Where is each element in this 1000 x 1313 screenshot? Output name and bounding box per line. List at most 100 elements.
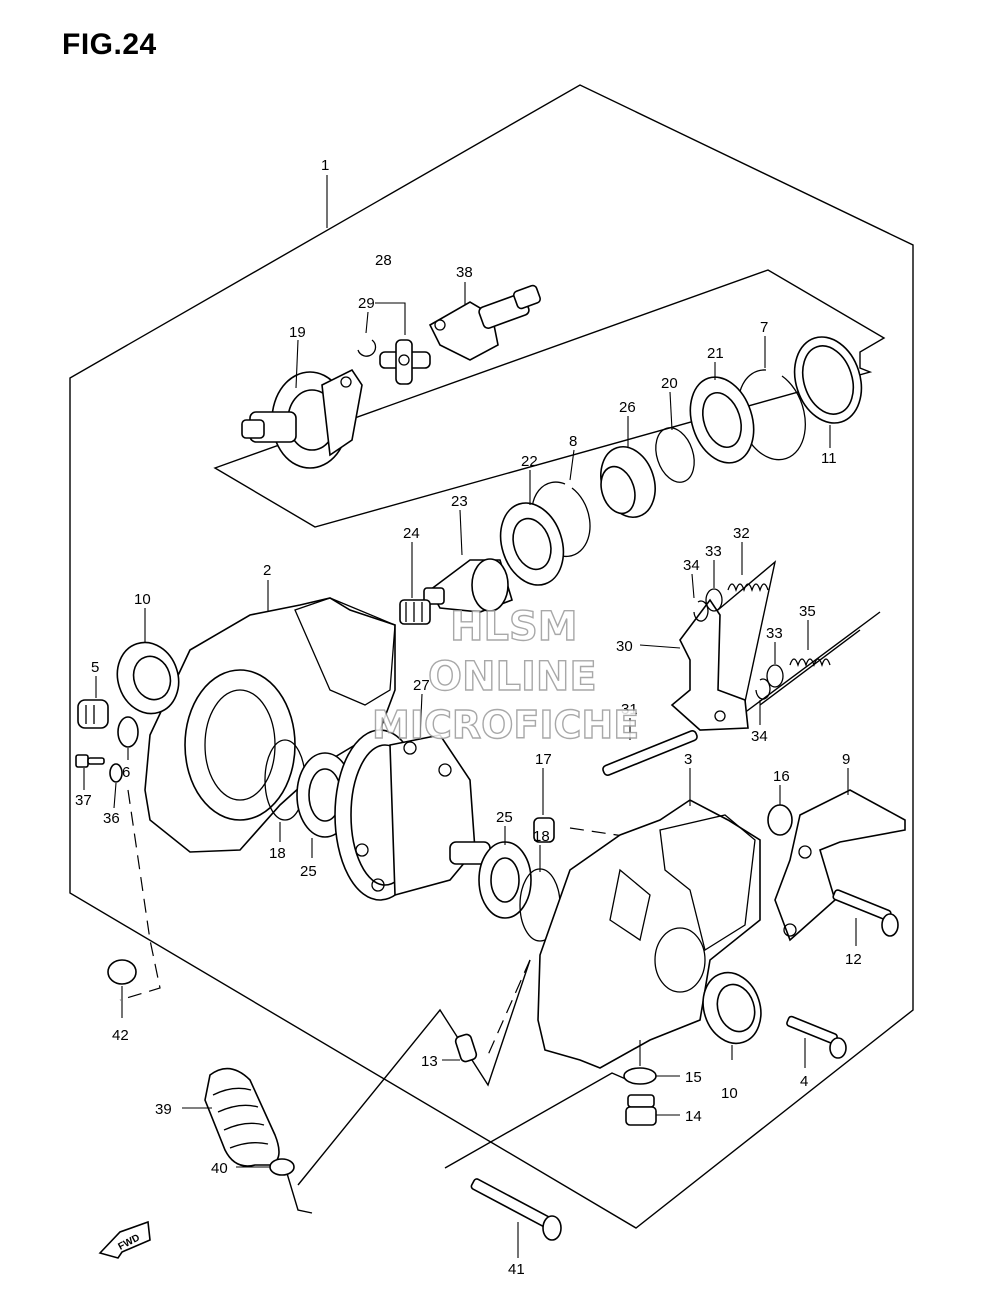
part-27-differential [334, 729, 491, 901]
part-40-clamp [269, 1158, 295, 1176]
callout-5: 5 [91, 659, 99, 676]
callout-25-right: 25 [496, 809, 513, 826]
part-35-spring [789, 658, 831, 668]
callout-18-left: 18 [269, 845, 286, 862]
callout-40: 40 [211, 1160, 228, 1177]
alignment-dash-left [119, 789, 161, 1001]
callout-32: 32 [733, 525, 750, 542]
callout-33-lower: 33 [766, 625, 783, 642]
callout-28: 28 [375, 252, 392, 269]
callout-27: 27 [413, 677, 430, 694]
part-34-clip-lower [755, 678, 771, 700]
callout-25-left: 25 [300, 863, 317, 880]
watermark-line-2: ONLINE [428, 654, 597, 700]
part-15-washer [623, 1067, 657, 1085]
part-4-bolt [786, 1015, 847, 1059]
callout-1: 1 [321, 157, 329, 174]
lower-frame-path-2 [285, 1169, 313, 1214]
part-19-flange-yoke [241, 368, 363, 469]
callout-21: 21 [707, 345, 724, 362]
callout-13: 13 [421, 1053, 438, 1070]
callout-3: 3 [684, 751, 692, 768]
callout-22: 22 [521, 453, 538, 470]
callout-18-right: 18 [533, 828, 550, 845]
lower-frame-path [297, 959, 531, 1186]
fork-wedge-frame-2 [759, 629, 861, 706]
part-7-circlip [737, 369, 806, 461]
part-33-washer-lower [766, 664, 784, 688]
right-fork-frame [723, 611, 881, 729]
part-36-washer [109, 763, 123, 783]
callout-15: 15 [685, 1069, 702, 1086]
leader-36 [113, 782, 117, 809]
part-2-gear-case [144, 597, 396, 853]
assembly-frame-outline [69, 84, 914, 1229]
part-41-bolt [470, 1178, 562, 1241]
part-37-bolt [75, 754, 105, 768]
callout-20: 20 [661, 375, 678, 392]
callout-17: 17 [535, 751, 552, 768]
callout-10-right: 10 [721, 1085, 738, 1102]
part-3-gear-case [537, 799, 761, 1069]
part-14-drain-plug [625, 1094, 657, 1126]
leader-19 [295, 339, 299, 389]
callout-6: 6 [122, 764, 130, 781]
pinion-subassembly-frame [213, 269, 886, 528]
lower-right-frame [444, 1072, 629, 1169]
fork-wedge-frame [699, 560, 777, 726]
callout-41: 41 [508, 1261, 525, 1278]
watermark-line-3: MICROFICHE [372, 703, 639, 747]
part-34-clip-upper [693, 600, 709, 622]
part-25-bearing-right [478, 841, 532, 919]
callout-42: 42 [112, 1027, 129, 1044]
part-23-pinion-gear [423, 558, 513, 613]
leader-28 [375, 302, 406, 335]
callout-35: 35 [799, 603, 816, 620]
part-10-oil-seal-right [702, 971, 762, 1045]
callout-16: 16 [773, 768, 790, 785]
leader-34-upper [691, 573, 695, 599]
callout-24: 24 [403, 525, 420, 542]
callout-11: 11 [821, 450, 837, 467]
callout-34-upper: 34 [683, 557, 700, 574]
callout-19: 19 [289, 324, 306, 341]
part-24-needle-bearing [399, 599, 431, 625]
callout-12: 12 [845, 951, 862, 968]
leader-27 [419, 693, 423, 739]
part-13-dowel [454, 1033, 478, 1063]
part-22-bearing [499, 502, 565, 586]
part-28-universal-joint [379, 339, 431, 385]
callout-39: 39 [155, 1101, 172, 1118]
part-5-plug [77, 699, 109, 729]
callout-33-upper: 33 [705, 543, 722, 560]
callout-31: 31 [621, 701, 638, 718]
part-32-spring [727, 583, 769, 593]
part-42-nut [107, 959, 137, 985]
leader-20 [669, 391, 673, 431]
callout-36: 36 [103, 810, 120, 827]
callout-10-left: 10 [134, 591, 151, 608]
part-30-shift-fork [670, 598, 749, 731]
part-10-oil-seal-left [116, 641, 180, 715]
part-12-bolt [832, 889, 899, 937]
part-11-oil-seal [793, 336, 863, 424]
part-9-lever [774, 789, 906, 942]
callout-7: 7 [760, 319, 768, 336]
callout-9: 9 [842, 751, 850, 768]
part-21-bearing [689, 376, 755, 464]
part-26-collar [600, 446, 656, 518]
part-20-ring [655, 427, 695, 483]
part-38-shaft-yoke [428, 284, 542, 361]
callout-2: 2 [263, 562, 271, 579]
watermark-line-1: HLSM [450, 604, 578, 650]
part-39-boot [204, 1067, 280, 1167]
callout-23: 23 [451, 493, 468, 510]
part-33-washer-upper [705, 588, 723, 612]
leader-30 [639, 644, 681, 649]
callout-34-lower: 34 [751, 728, 768, 745]
callout-4: 4 [800, 1073, 808, 1090]
leader-29 [365, 311, 369, 334]
part-6-washer [117, 716, 139, 748]
part-17-collar [533, 817, 555, 843]
